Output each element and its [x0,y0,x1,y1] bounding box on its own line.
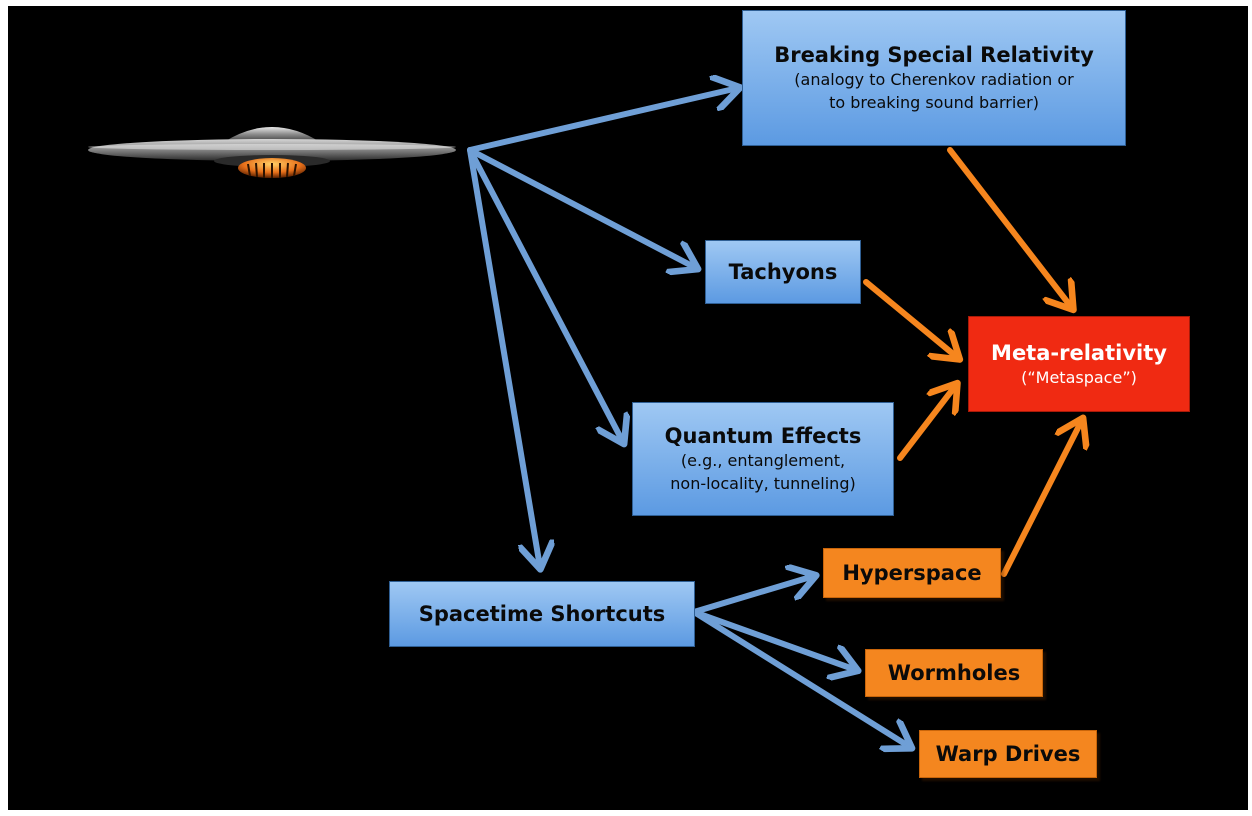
node-meta-subtitle: (“Metaspace”) [1021,367,1137,387]
flying-saucer-illustration [88,127,456,178]
node-breaking-subtitle-line1: (analogy to Cherenkov radiation or [794,70,1074,89]
arrow-ufo-to-tachyons [467,147,696,268]
node-shortcuts-title: Spacetime Shortcuts [418,602,666,626]
node-tachyons: Tachyons [705,240,861,304]
arrow-ufo-to-quantum [467,147,623,442]
node-quantum-effects: Quantum Effects (e.g., entanglement, non… [632,402,894,516]
node-hyperspace: Hyperspace [823,548,1001,598]
arrow-shortcuts-to-hyperspace [691,576,814,615]
arrow-shortcuts-to-wormholes [691,609,856,670]
node-spacetime-shortcuts: Spacetime Shortcuts [389,581,695,647]
node-hyperspace-title: Hyperspace [842,561,982,585]
node-meta-title: Meta-relativity [991,340,1167,365]
node-warp-drives: Warp Drives [919,730,1097,778]
node-quantum-subtitle-line1: (e.g., entanglement, [680,451,846,470]
node-warp-title: Warp Drives [935,742,1081,766]
node-wormholes: Wormholes [865,649,1043,697]
diagram-canvas: Breaking Special Relativity (analogy to … [8,6,1248,810]
node-breaking-subtitle-line2: to breaking sound barrier) [829,93,1039,112]
node-quantum-title: Quantum Effects [664,424,862,448]
arrow-breaking-to-meta [947,147,1072,308]
arrow-quantum-to-meta [897,385,956,461]
node-breaking-title: Breaking Special Relativity [774,43,1094,67]
node-wormholes-title: Wormholes [887,661,1021,685]
node-tachyons-title: Tachyons [728,260,838,284]
arrow-ufo-to-shortcuts [467,147,540,567]
node-quantum-subtitle-line2: non-locality, tunneling) [670,474,856,493]
node-breaking-special-relativity: Breaking Special Relativity (analogy to … [742,10,1126,146]
arrow-hyperspace-to-meta [1001,420,1082,577]
arrow-layer [467,6,1248,810]
node-meta-relativity: Meta-relativity (“Metaspace”) [968,316,1190,412]
arrow-ufo-to-breaking [467,88,738,153]
arrow-tachyons-to-meta [863,279,958,358]
arrow-shortcuts-to-warp [691,609,910,747]
